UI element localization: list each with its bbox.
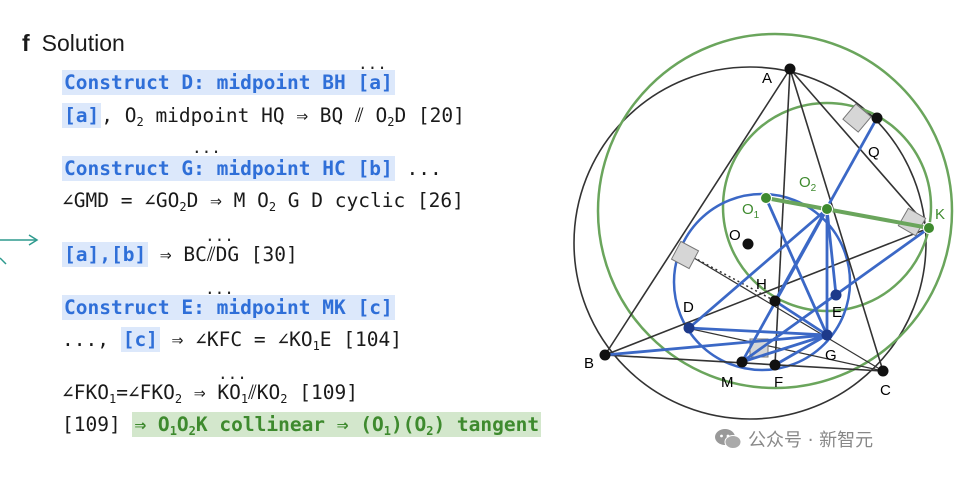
point-a xyxy=(784,63,796,75)
label-b: B xyxy=(584,355,594,372)
proof-step: [a], O2 midpoint HQ ⇒ BQ ⫽ O2D [20] xyxy=(62,103,465,129)
label-o1: O1 xyxy=(742,201,760,221)
label-o2: O2 xyxy=(799,174,817,194)
circumcircle xyxy=(573,66,927,420)
geometry-diagram: A Q K O2 O1 O H D E G B M F C xyxy=(573,32,954,420)
green-circle-outer xyxy=(596,32,954,390)
solution-title: Solution xyxy=(41,30,125,56)
construct-step: Construct G: midpoint HC [b] xyxy=(62,156,395,181)
right-angle-mark xyxy=(842,103,872,133)
ellipsis: ... xyxy=(205,226,234,245)
ellipsis: ... xyxy=(205,279,234,298)
point-c xyxy=(877,365,889,377)
point-o xyxy=(742,238,754,250)
point-q xyxy=(871,112,883,124)
proof-step: ∠GMD = ∠GO2D ⇒ M O2 G D cyclic [26] xyxy=(62,189,464,214)
reference-tag: [a],[b] xyxy=(62,242,149,267)
point-o1 xyxy=(760,192,772,204)
triangle-abc xyxy=(604,67,885,372)
label-o: O xyxy=(729,227,741,244)
proof-step: Construct D: midpoint BH [a] xyxy=(62,70,395,95)
proof-conclusion: [109] ⇒ O1O2K collinear ⇒ (O1)(O2) tange… xyxy=(62,412,542,438)
ellipsis: ... xyxy=(358,54,387,73)
reference-tag: [a] xyxy=(62,103,102,128)
label-q: Q xyxy=(868,144,880,161)
label-d: D xyxy=(683,299,694,316)
reference-tag: [c] xyxy=(120,327,160,352)
point-k xyxy=(923,222,935,234)
point-m xyxy=(736,356,748,368)
watermark-text: 公众号 · 新智元 xyxy=(748,430,874,451)
construct-step: Construct D: midpoint BH [a] xyxy=(62,70,395,95)
proof-step: ..., [c] ⇒ ∠KFC = ∠KO1E [104] xyxy=(62,327,402,353)
conclusion-highlight: ⇒ O1O2K collinear ⇒ (O1)(O2) tangent xyxy=(132,412,542,438)
point-o2 xyxy=(821,203,833,215)
point-d xyxy=(683,322,695,334)
watermark: 公众号 · 新智元 xyxy=(714,426,873,452)
ellipsis: ... xyxy=(218,364,247,383)
proof-step: [a],[b] ⇒ BC⫽DG [30] xyxy=(62,242,298,267)
proof-step: Construct E: midpoint MK [c] xyxy=(62,295,395,320)
label-h: H xyxy=(756,276,767,293)
label-f: F xyxy=(774,374,783,391)
o1-o2-k-line xyxy=(765,196,930,230)
point-h xyxy=(769,295,781,307)
label-m: M xyxy=(721,374,734,391)
label-e: E xyxy=(832,304,842,321)
point-e xyxy=(830,289,842,301)
right-angle-mark xyxy=(670,240,700,270)
proof-step: Construct G: midpoint HC [b] ... xyxy=(62,156,442,181)
figure-letter: f xyxy=(22,30,30,56)
point-b xyxy=(599,349,611,361)
wechat-icon xyxy=(715,429,742,449)
point-f xyxy=(769,359,781,371)
construct-step: Construct E: midpoint MK [c] xyxy=(62,295,395,320)
label-c: C xyxy=(880,382,891,399)
label-a: A xyxy=(762,70,772,87)
label-k: K xyxy=(935,206,945,223)
point-g xyxy=(821,329,833,341)
label-g: G xyxy=(825,347,837,364)
ellipsis: ... xyxy=(192,138,221,157)
solution-header: f Solution xyxy=(22,30,125,57)
arrow-icon xyxy=(0,234,39,265)
proof-step: ∠FKO1=∠FKO2 ⇒ KO1⫽KO2 [109] xyxy=(62,381,358,406)
